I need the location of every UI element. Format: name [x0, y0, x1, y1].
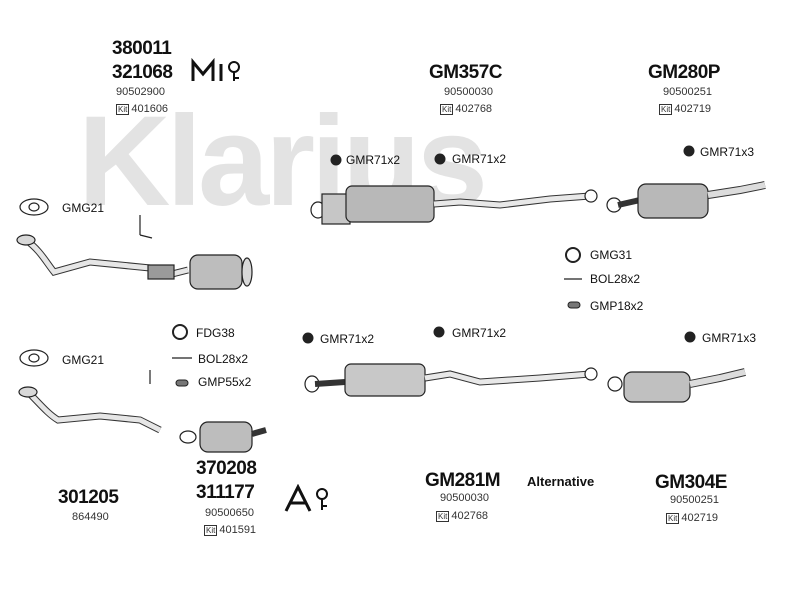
clamp-icon [434, 153, 446, 165]
catalyst-top [189, 254, 253, 290]
part-number-370208: 370208 [196, 458, 257, 479]
kit-value: 402719 [681, 512, 719, 524]
a-gear-icon [284, 483, 334, 519]
ref-number: 90500251 [663, 86, 712, 98]
kit-value: 401591 [219, 524, 257, 536]
kit-value: 402719 [674, 103, 712, 115]
gasket-gmg21-bottom [19, 349, 49, 367]
kit-value: 402768 [451, 510, 489, 522]
gasket-ring-icon [565, 247, 581, 263]
part-number-gm281m: GM281M [425, 470, 501, 491]
label-gmr71x2: GMR71x2 [452, 152, 507, 166]
label-gmr71x2: GMR71x2 [320, 332, 375, 346]
ref-number: 90500030 [440, 492, 489, 504]
kit-badge: Kit [440, 103, 454, 115]
ref-number: 90500251 [670, 494, 719, 506]
part-number-gm280p: GM280P [648, 62, 720, 83]
label-gmg31: GMG31 [590, 248, 633, 262]
kit-value: 401606 [131, 103, 169, 115]
clamp-icon [683, 145, 695, 157]
middle-silencer-top [310, 185, 598, 225]
label-gmp55x2: GMP55x2 [198, 375, 252, 389]
clamp-icon [684, 331, 696, 343]
gasket-ring-icon [172, 324, 188, 340]
mi-gear-icon [190, 57, 246, 89]
part-number-311177: 311177 [196, 482, 255, 503]
label-gmg21-top: GMG21 [62, 201, 105, 215]
clamp-icon [330, 154, 342, 166]
ref-number: 90502900 [116, 86, 165, 98]
part-number-321068: 321068 [112, 62, 173, 83]
kit-badge: Kit [116, 103, 130, 115]
clamp-icon [302, 332, 314, 344]
part-number-301205: 301205 [58, 487, 119, 508]
ref-number: 90500650 [205, 507, 254, 519]
kit-badge: Kit [659, 103, 673, 115]
catalyst-bottom [179, 421, 267, 453]
label-gmr71x2: GMR71x2 [346, 153, 401, 167]
mount-icon [567, 301, 581, 309]
part-number-380011: 380011 [112, 38, 172, 59]
ref-number: 90500030 [444, 86, 493, 98]
kit-badge: Kit [436, 510, 450, 522]
rear-silencer-top [606, 181, 766, 219]
label-fdg38: FDG38 [196, 326, 235, 340]
middle-silencer-bottom [304, 363, 598, 397]
label-gmr71x3: GMR71x3 [702, 331, 757, 345]
clamp-icon [433, 326, 445, 338]
mount-icon [175, 379, 189, 387]
front-pipe-bottom [18, 386, 162, 434]
ref-number: 864490 [72, 511, 109, 523]
label-bol28x2: BOL28x2 [198, 352, 249, 366]
label-gmr71x3: GMR71x3 [700, 145, 755, 159]
kit-badge: Kit [666, 512, 680, 524]
front-pipe-top [16, 234, 189, 280]
label-gmg21-bottom: GMG21 [62, 353, 105, 367]
kit-value: 402768 [455, 103, 493, 115]
part-number-gm304e: GM304E [655, 472, 727, 493]
alternative-label: Alternative [527, 474, 595, 489]
kit-badge: Kit [204, 524, 218, 536]
label-gmp18x2: GMP18x2 [590, 299, 644, 313]
rear-silencer-bottom [607, 368, 746, 403]
gasket-gmg21-top [19, 198, 49, 216]
label-gmr71x2: GMR71x2 [452, 326, 507, 340]
part-number-gm357c: GM357C [429, 62, 503, 83]
label-bol28x2: BOL28x2 [590, 272, 641, 286]
